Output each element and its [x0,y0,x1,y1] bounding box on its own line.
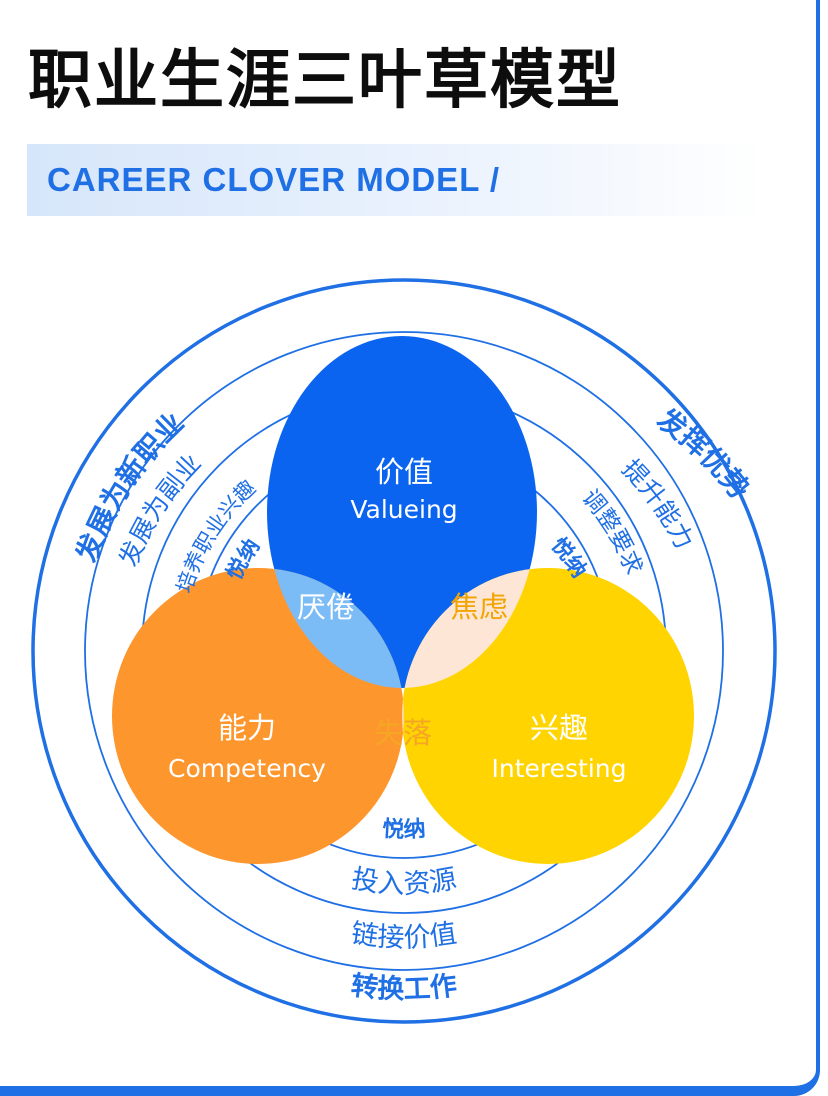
overlap-anxiety-label: 焦虑 [450,590,508,624]
leaf-interesting-zh: 兴趣 [530,711,588,745]
leaf-interesting-en: Interesting [492,754,627,783]
leaf-valueing-en: Valueing [350,495,457,524]
ring-outer [31,278,777,1024]
overlap-boredom [267,568,404,688]
overlap-anxiety [402,568,537,688]
overlap-loss-label: 失落 [374,716,432,750]
clover-diagram: 价值 Valueing 能力 Competency 兴趣 Interesting… [31,278,777,1024]
subtitle-bar: CAREER CLOVER MODEL / [27,144,767,216]
ring-2 [84,331,724,971]
ring-label-bottom-3: 投入资源 [349,863,459,900]
leaf-competency-en: Competency [168,754,326,783]
ring-label-bottom-1: 转换工作 [349,970,458,1005]
leaf-valueing-zh: 价值 [375,455,433,489]
page-title: 职业生涯三叶草模型 [28,44,622,118]
leaf-competency-zh: 能力 [218,711,276,745]
subtitle: CAREER CLOVER MODEL / [47,161,501,198]
ring-label-bottom-4: 悦纳 [382,816,427,843]
overlap-boredom-label: 厌倦 [297,590,355,624]
ring-label-bottom-2: 链接价值 [349,918,459,954]
